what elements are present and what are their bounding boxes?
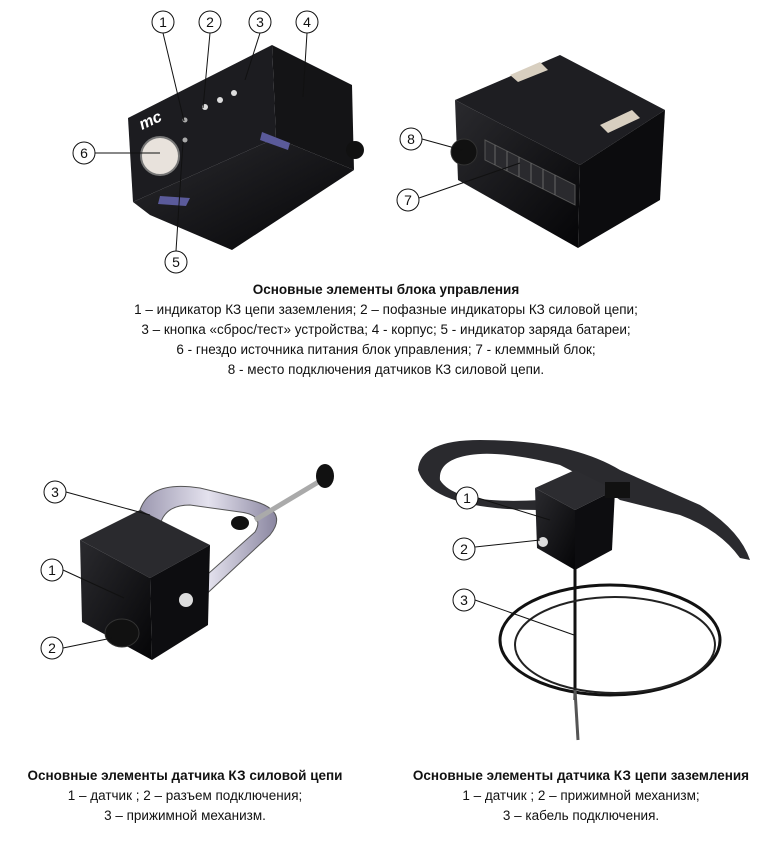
caption-title: Основные элементы блока управления [252,282,520,297]
callout-number: 1 [159,14,167,30]
callout-number: 5 [172,254,180,270]
power-sensor-callouts: 3 1 2 [40,480,151,660]
callout-2: 2 [40,636,64,660]
callout-2: 2 [198,10,222,34]
callout-number: 3 [460,592,468,608]
caption-line: 8 - место подключения датчиков КЗ силово… [227,362,545,377]
callout-1: 1 [455,486,479,510]
callout-7: 7 [396,188,420,212]
callout-number: 2 [206,14,214,30]
callout-4: 4 [295,10,319,34]
callout-3: 3 [43,480,67,504]
callout-8: 8 [399,127,423,151]
callout-number: 1 [463,490,471,506]
callout-5: 5 [164,250,188,274]
callout-3: 3 [248,10,272,34]
caption-line: 1 – датчик ; 2 – разъем подключения; [67,788,303,803]
ground-sensor-caption: Основные элементы датчика КЗ цепи заземл… [390,766,772,826]
callout-number: 8 [407,131,415,147]
callout-6: 6 [72,141,96,165]
callout-number: 3 [256,14,264,30]
callout-number: 4 [303,14,311,30]
callout-number: 2 [460,541,468,557]
callout-1: 1 [151,10,175,34]
callout-number: 1 [48,562,56,578]
control-unit-back-image [450,55,665,248]
callout-1: 1 [40,558,64,582]
caption-line: 3 – кнопка «сброс/тест» устройства; 4 - … [141,322,631,337]
callout-number: 3 [51,484,59,500]
caption-line: 1 – датчик ; 2 – прижимной механизм; [462,788,700,803]
caption-title: Основные элементы датчика КЗ силовой цеп… [27,768,343,783]
ground-sensor-callouts: 1 2 3 [452,486,575,636]
callout-2: 2 [452,537,476,561]
caption-line: 6 - гнездо источника питания блок управл… [176,342,596,357]
callout-number: 7 [404,192,412,208]
control-unit-front-image: mc [128,45,364,250]
callout-3: 3 [452,588,476,612]
callout-number: 2 [48,640,56,656]
control-unit-caption: Основные элементы блока управления 1 – и… [0,280,772,380]
caption-line: 3 – прижимной механизм. [104,808,266,823]
control-unit-back-callouts: 8 7 [396,127,521,212]
callout-number: 6 [80,145,88,161]
caption-line: 1 – индикатор КЗ цепи заземления; 2 – по… [134,302,638,317]
power-sensor-caption: Основные элементы датчика КЗ силовой цеп… [0,766,370,826]
power-sensor-image [80,464,334,660]
caption-title: Основные элементы датчика КЗ цепи заземл… [412,768,750,783]
caption-line: 3 – кабель подключения. [502,808,660,823]
control-unit-front-callouts: 1 2 3 4 6 5 [72,10,319,274]
